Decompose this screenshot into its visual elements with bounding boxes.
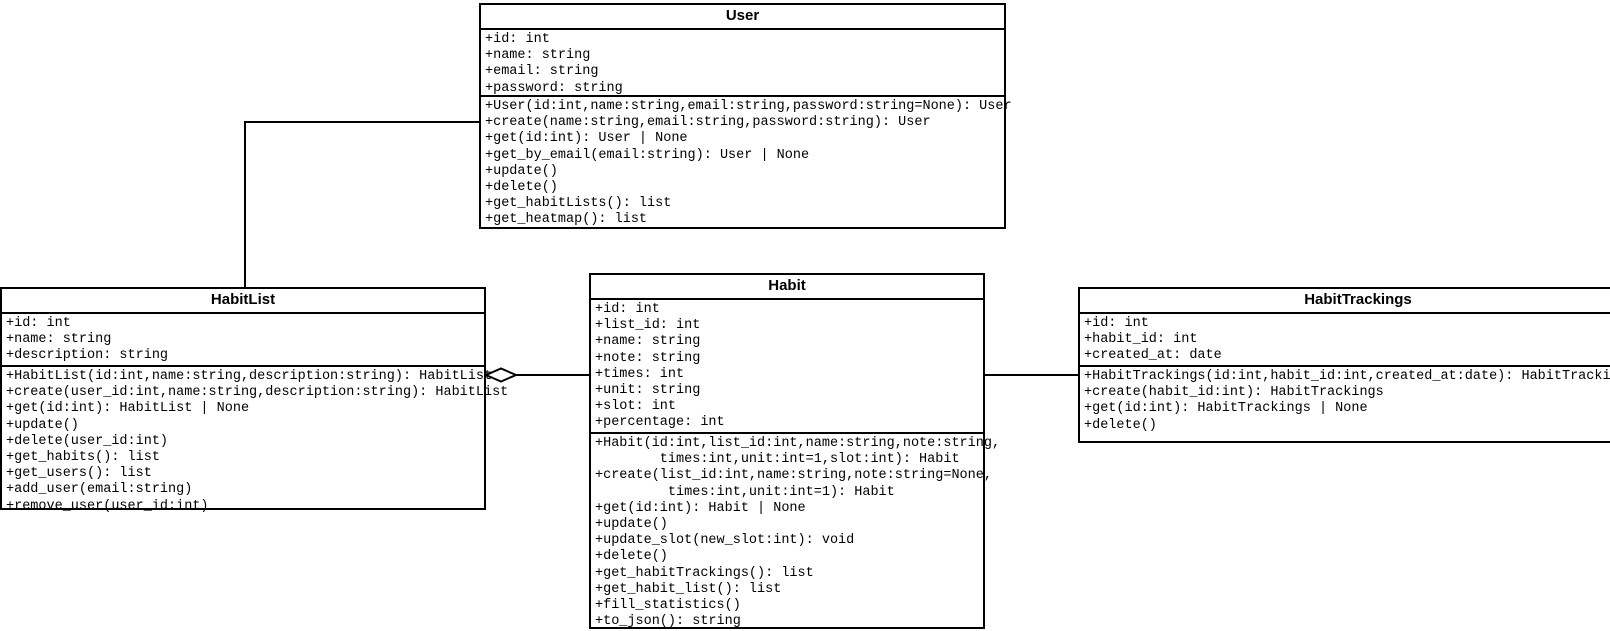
uml-method-row: +get_habitLists(): list — [485, 196, 672, 212]
uml-attribute-row: +note: string — [595, 350, 701, 366]
class-habit-methods: +Habit(id:int,list_id:int,name:string,no… — [591, 434, 1001, 631]
uml-method-row: +get(id:int): User | None — [485, 131, 688, 147]
class-title-habittrackings: HabitTrackings — [1080, 289, 1610, 314]
association-user-habitlist-vertical-line — [244, 121, 246, 287]
class-box-habittrackings: HabitTrackings +id: int +habit_id: int +… — [1078, 287, 1610, 443]
uml-method-row: times:int,unit:int=1,slot:int): Habit — [595, 452, 960, 468]
uml-method-row: +HabitList(id:int,name:string,descriptio… — [6, 369, 493, 384]
uml-method-row: +create(name:string,email:string,passwor… — [485, 115, 931, 131]
uml-method-row: +get_users(): list — [6, 466, 152, 482]
uml-method-row: +delete(user_id:int) — [6, 433, 169, 449]
uml-method-row: +to_json(): string — [595, 614, 741, 630]
class-habitlist-attributes: +id: int +name: string +description: str… — [2, 314, 484, 367]
uml-method-row: +Habit(id:int,list_id:int,name:string,no… — [595, 436, 1001, 451]
class-habittrackings-methods: +HabitTrackings(id:int,habit_id:int,crea… — [1080, 367, 1610, 445]
uml-method-row: +delete() — [595, 549, 668, 565]
uml-method-row: +create(list_id:int,name:string,note:str… — [595, 468, 992, 484]
association-user-habitlist-horizontal-line — [244, 121, 481, 123]
class-box-habit: Habit +id: int +list_id: int +name: stri… — [589, 273, 1001, 631]
uml-method-row: +add_user(email:string) — [6, 482, 193, 498]
uml-attribute-row: +id: int — [1084, 316, 1149, 331]
uml-method-row: +get(id:int): HabitTrackings | None — [1084, 401, 1368, 417]
uml-method-row: +get(id:int): Habit | None — [595, 500, 806, 516]
uml-method-row: +get_habit_list(): list — [595, 581, 782, 597]
class-title-user: User — [481, 5, 1004, 30]
uml-method-row: +fill_statistics() — [595, 598, 741, 614]
uml-method-row: +get_heatmap(): list — [485, 212, 648, 228]
class-title-habitlist: HabitList — [2, 289, 484, 314]
association-habit-habittrackings-line — [983, 374, 1080, 376]
uml-attribute-row: +id: int — [6, 316, 71, 331]
uml-method-row: times:int,unit:int=1): Habit — [595, 484, 895, 500]
uml-attribute-row: +times: int — [595, 366, 685, 382]
uml-attribute-row: +habit_id: int — [1084, 332, 1198, 348]
uml-attribute-row: +description: string — [6, 348, 169, 364]
uml-attribute-row: +name: string — [485, 48, 591, 64]
class-user-attributes: +id: int +name: string +email: string +p… — [481, 30, 1004, 97]
uml-attribute-row: +name: string — [595, 334, 701, 350]
uml-method-row: +update() — [485, 163, 558, 179]
uml-method-row: +update() — [595, 517, 668, 533]
uml-attribute-row: +password: string — [485, 80, 623, 96]
uml-method-row: +delete() — [1084, 417, 1157, 433]
aggregation-diamond-icon — [484, 367, 518, 383]
uml-attribute-row: +name: string — [6, 332, 112, 348]
uml-attribute-row: +slot: int — [595, 399, 677, 415]
uml-method-row: +get(id:int): HabitList | None — [6, 401, 250, 417]
uml-method-row: +update() — [6, 417, 79, 433]
uml-attribute-row: +list_id: int — [595, 318, 701, 334]
uml-method-row: +User(id:int,name:string,email:string,pa… — [485, 99, 1012, 114]
uml-method-row: +remove_user(user_id:int) — [6, 498, 209, 514]
uml-method-row: +HabitTrackings(id:int,habit_id:int,crea… — [1084, 369, 1610, 384]
uml-method-row: +get_habits(): list — [6, 450, 160, 466]
uml-method-row: +get_by_email(email:string): User | None — [485, 147, 810, 163]
uml-attribute-row: +id: int — [485, 32, 550, 47]
uml-attribute-row: +email: string — [485, 64, 599, 80]
class-habittrackings-attributes: +id: int +habit_id: int +created_at: dat… — [1080, 314, 1610, 367]
class-title-habit: Habit — [591, 275, 983, 300]
uml-attribute-row: +created_at: date — [1084, 348, 1222, 364]
uml-attribute-row: +id: int — [595, 302, 660, 317]
uml-attribute-row: +percentage: int — [595, 415, 725, 431]
aggregation-habitlist-habit-line — [486, 374, 591, 376]
uml-method-row: +create(habit_id:int): HabitTrackings — [1084, 385, 1384, 401]
uml-attribute-row: +unit: string — [595, 383, 701, 399]
class-box-user: User +id: int +name: string +email: stri… — [479, 3, 1012, 231]
class-user-methods: +User(id:int,name:string,email:string,pa… — [481, 97, 1012, 231]
uml-method-row: +get_habitTrackings(): list — [595, 565, 814, 581]
uml-method-row: +delete() — [485, 180, 558, 196]
class-habitlist-methods: +HabitList(id:int,name:string,descriptio… — [2, 367, 509, 514]
uml-method-row: +update_slot(new_slot:int): void — [595, 533, 855, 549]
class-habit-attributes: +id: int +list_id: int +name: string +no… — [591, 300, 983, 434]
uml-method-row: +create(user_id:int,name:string,descript… — [6, 385, 509, 401]
class-box-habitlist: HabitList +id: int +name: string +descri… — [0, 287, 509, 514]
